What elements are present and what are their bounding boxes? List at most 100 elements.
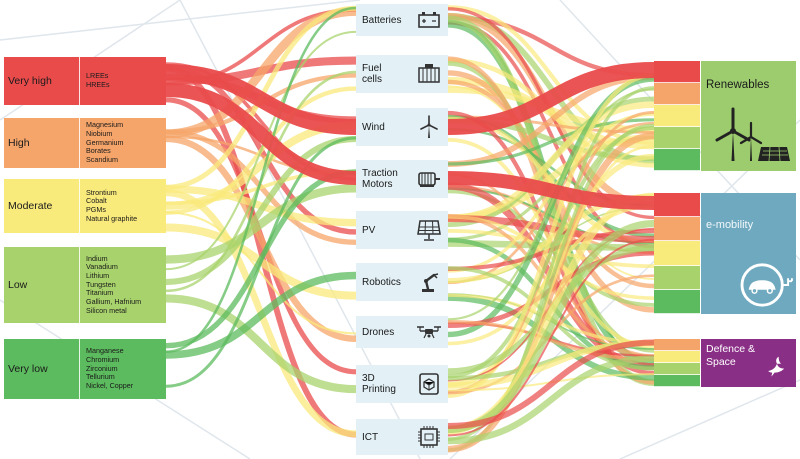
flow-ribbon (447, 88, 655, 321)
risk-very-low: Very low Manganese Chromium Zirconium Te… (4, 339, 166, 399)
risk-label-very-low: Very low (4, 339, 80, 399)
sector-renewables: Renewables (701, 61, 796, 171)
tech-label: PV (362, 224, 376, 236)
flow-ribbon (165, 184, 357, 264)
tech-label: Batteries (362, 14, 402, 26)
tech-label: 3D Printing (362, 373, 396, 395)
tech-label: ICT (362, 431, 379, 443)
flow-ribbon (165, 64, 357, 135)
flow-ribbon (447, 355, 655, 445)
material: HREEs (86, 80, 110, 89)
flow-ribbon (165, 135, 357, 343)
material: Scandium (86, 155, 118, 165)
flow-ribbon (447, 101, 655, 222)
material: PGMs (86, 205, 106, 214)
material-list-very-low: Manganese Chromium Zirconium Tellurium N… (80, 339, 166, 399)
tech-wind: Wind (356, 108, 448, 146)
flow-ribbon (447, 62, 655, 135)
flow-ribbon (447, 238, 655, 437)
sector-title: Renewables (706, 79, 770, 91)
tech-3d-printing: 3D Printing (356, 365, 448, 403)
material: Chromium (86, 354, 120, 364)
risk-label-high: High (4, 118, 80, 168)
flow-ribbon (447, 171, 655, 210)
flow-ribbon (447, 319, 655, 362)
material: Cobalt (86, 196, 107, 206)
tech-drones: Drones (356, 316, 448, 348)
tech-batteries: Batteries (356, 4, 448, 36)
material: Manganese (86, 346, 124, 356)
risk-label-very-high: Very high (4, 57, 80, 105)
material: Magnesium (86, 120, 124, 130)
material: Gallium, Hafnium (86, 297, 142, 307)
tech-label: Wind (362, 121, 385, 133)
tech-label: Traction Motors (362, 168, 398, 190)
fuel-cell-icon (418, 64, 440, 83)
material: Niobium (86, 128, 113, 138)
robot-arm-icon (422, 273, 439, 292)
material: Zirconium (86, 363, 118, 373)
material-list-low: Indium Vanadium Lithium Tungsten Titaniu… (80, 247, 166, 323)
risk-high: High Magnesium Niobium Germanium Borates… (4, 118, 166, 168)
material: Tungsten (86, 279, 116, 289)
risk-label-low: Low (4, 247, 80, 323)
renewables-icon (715, 107, 790, 162)
risk-bars-defence-space (654, 339, 700, 387)
tech-label: Drones (362, 326, 395, 338)
battery-icon (418, 12, 440, 28)
ev-charging-icon (740, 263, 793, 307)
material: Silicon metal (86, 305, 127, 315)
flow-ribbon (447, 74, 655, 167)
material: Borates (86, 146, 111, 156)
flow-ribbon (447, 339, 655, 430)
material: Natural graphite (86, 213, 138, 223)
material: Vanadium (86, 262, 118, 272)
drone-icon (417, 326, 441, 339)
3d-printer-icon (419, 373, 439, 395)
material: Lithium (86, 270, 110, 280)
risk-moderate: Moderate Strontium Cobalt PGMs Natural g… (4, 179, 166, 233)
risk-low: Low Indium Vanadium Lithium Tungsten Tit… (4, 247, 166, 323)
tech-label: Robotics (362, 276, 401, 288)
motor-icon (418, 172, 440, 187)
tech-traction-motors: Traction Motors (356, 160, 448, 198)
material-list-very-high: LREEs HREEs (80, 57, 166, 105)
material: Titanium (86, 288, 114, 298)
flow-ribbon (165, 271, 357, 359)
material: Indium (86, 253, 108, 263)
flow-ribbon (165, 211, 357, 335)
material: Tellurium (86, 372, 115, 382)
sector-defence-space: Defence & Space (701, 339, 796, 387)
technology-to-sector-flows (447, 5, 655, 453)
background-line (0, 0, 361, 41)
dove-icon (768, 356, 785, 377)
tech-label: Fuel cells (362, 63, 383, 85)
flow-ribbon (447, 72, 655, 398)
risk-label-moderate: Moderate (4, 179, 80, 233)
material: Nickel, Copper (86, 381, 134, 391)
material: Germanium (86, 137, 124, 147)
sector-title: Defence & Space (706, 343, 756, 368)
flow-ribbon (165, 135, 357, 286)
material-list-moderate: Strontium Cobalt PGMs Natural graphite (80, 179, 166, 233)
material: LREEs (86, 71, 109, 81)
flow-ribbon (165, 294, 357, 394)
flow-ribbon (165, 83, 357, 185)
wind-turbine-icon (420, 115, 438, 138)
material: Strontium (86, 187, 117, 197)
chip-icon (418, 426, 440, 448)
background-line (619, 379, 800, 459)
tech-ict: ICT (356, 419, 448, 455)
sector-title: e-mobility (706, 219, 754, 231)
solar-panel-icon (417, 220, 441, 241)
risk-bars-renewables (654, 61, 700, 171)
tech-robotics: Robotics (356, 263, 448, 301)
tech-pv: PV (356, 211, 448, 249)
risk-to-technology-flows (165, 5, 357, 438)
risk-bars-e-mobility (654, 193, 700, 315)
material-list-high: Magnesium Niobium Germanium Borates Scan… (80, 118, 166, 168)
tech-fuel-cells: Fuel cells (356, 55, 448, 93)
sector-e-mobility: e-mobility (701, 193, 796, 314)
